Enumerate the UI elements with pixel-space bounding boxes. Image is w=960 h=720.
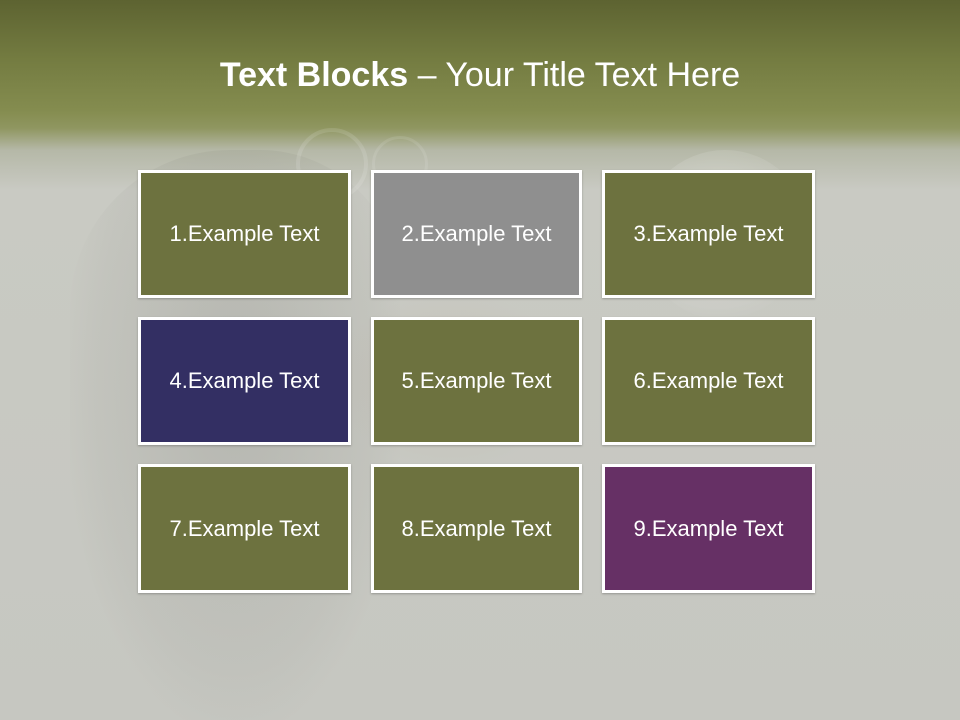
text-block-label: 9.Example Text xyxy=(633,515,784,541)
text-block-label: 4.Example Text xyxy=(169,368,320,393)
text-block-2[interactable]: 2.Example Text xyxy=(371,170,582,298)
title-subtext: Your Title Text Here xyxy=(445,56,741,94)
text-block-9[interactable]: 9.Example Text xyxy=(602,464,815,593)
text-block-label: 7.Example Text xyxy=(169,515,320,541)
text-block-label: 8.Example Text xyxy=(401,515,552,541)
text-block-label: 2.Example Text xyxy=(401,221,552,246)
text-block-label: 1.Example Text xyxy=(169,221,320,246)
text-block-label: 5.Example Text xyxy=(401,368,552,393)
text-block-1[interactable]: 1.Example Text xyxy=(138,170,351,298)
text-block-label: 3.Example Text xyxy=(633,221,784,246)
text-block-8[interactable]: 8.Example Text xyxy=(371,464,582,593)
text-block-6[interactable]: 6.Example Text xyxy=(602,317,815,445)
title-bold-text: Text Blocks xyxy=(219,56,409,94)
title-separator: – xyxy=(408,56,446,94)
text-block-3[interactable]: 3.Example Text xyxy=(602,170,815,298)
text-block-5[interactable]: 5.Example Text xyxy=(371,317,582,445)
text-block-label: 6.Example Text xyxy=(633,368,784,393)
text-block-4[interactable]: 4.Example Text xyxy=(138,317,351,445)
text-block-7[interactable]: 7.Example Text xyxy=(138,464,351,593)
slide-title: Text Blocks – Your Title Text Here xyxy=(0,52,960,98)
text-block-grid: 1.Example Text 2.Example Text 3.Example … xyxy=(138,170,815,593)
